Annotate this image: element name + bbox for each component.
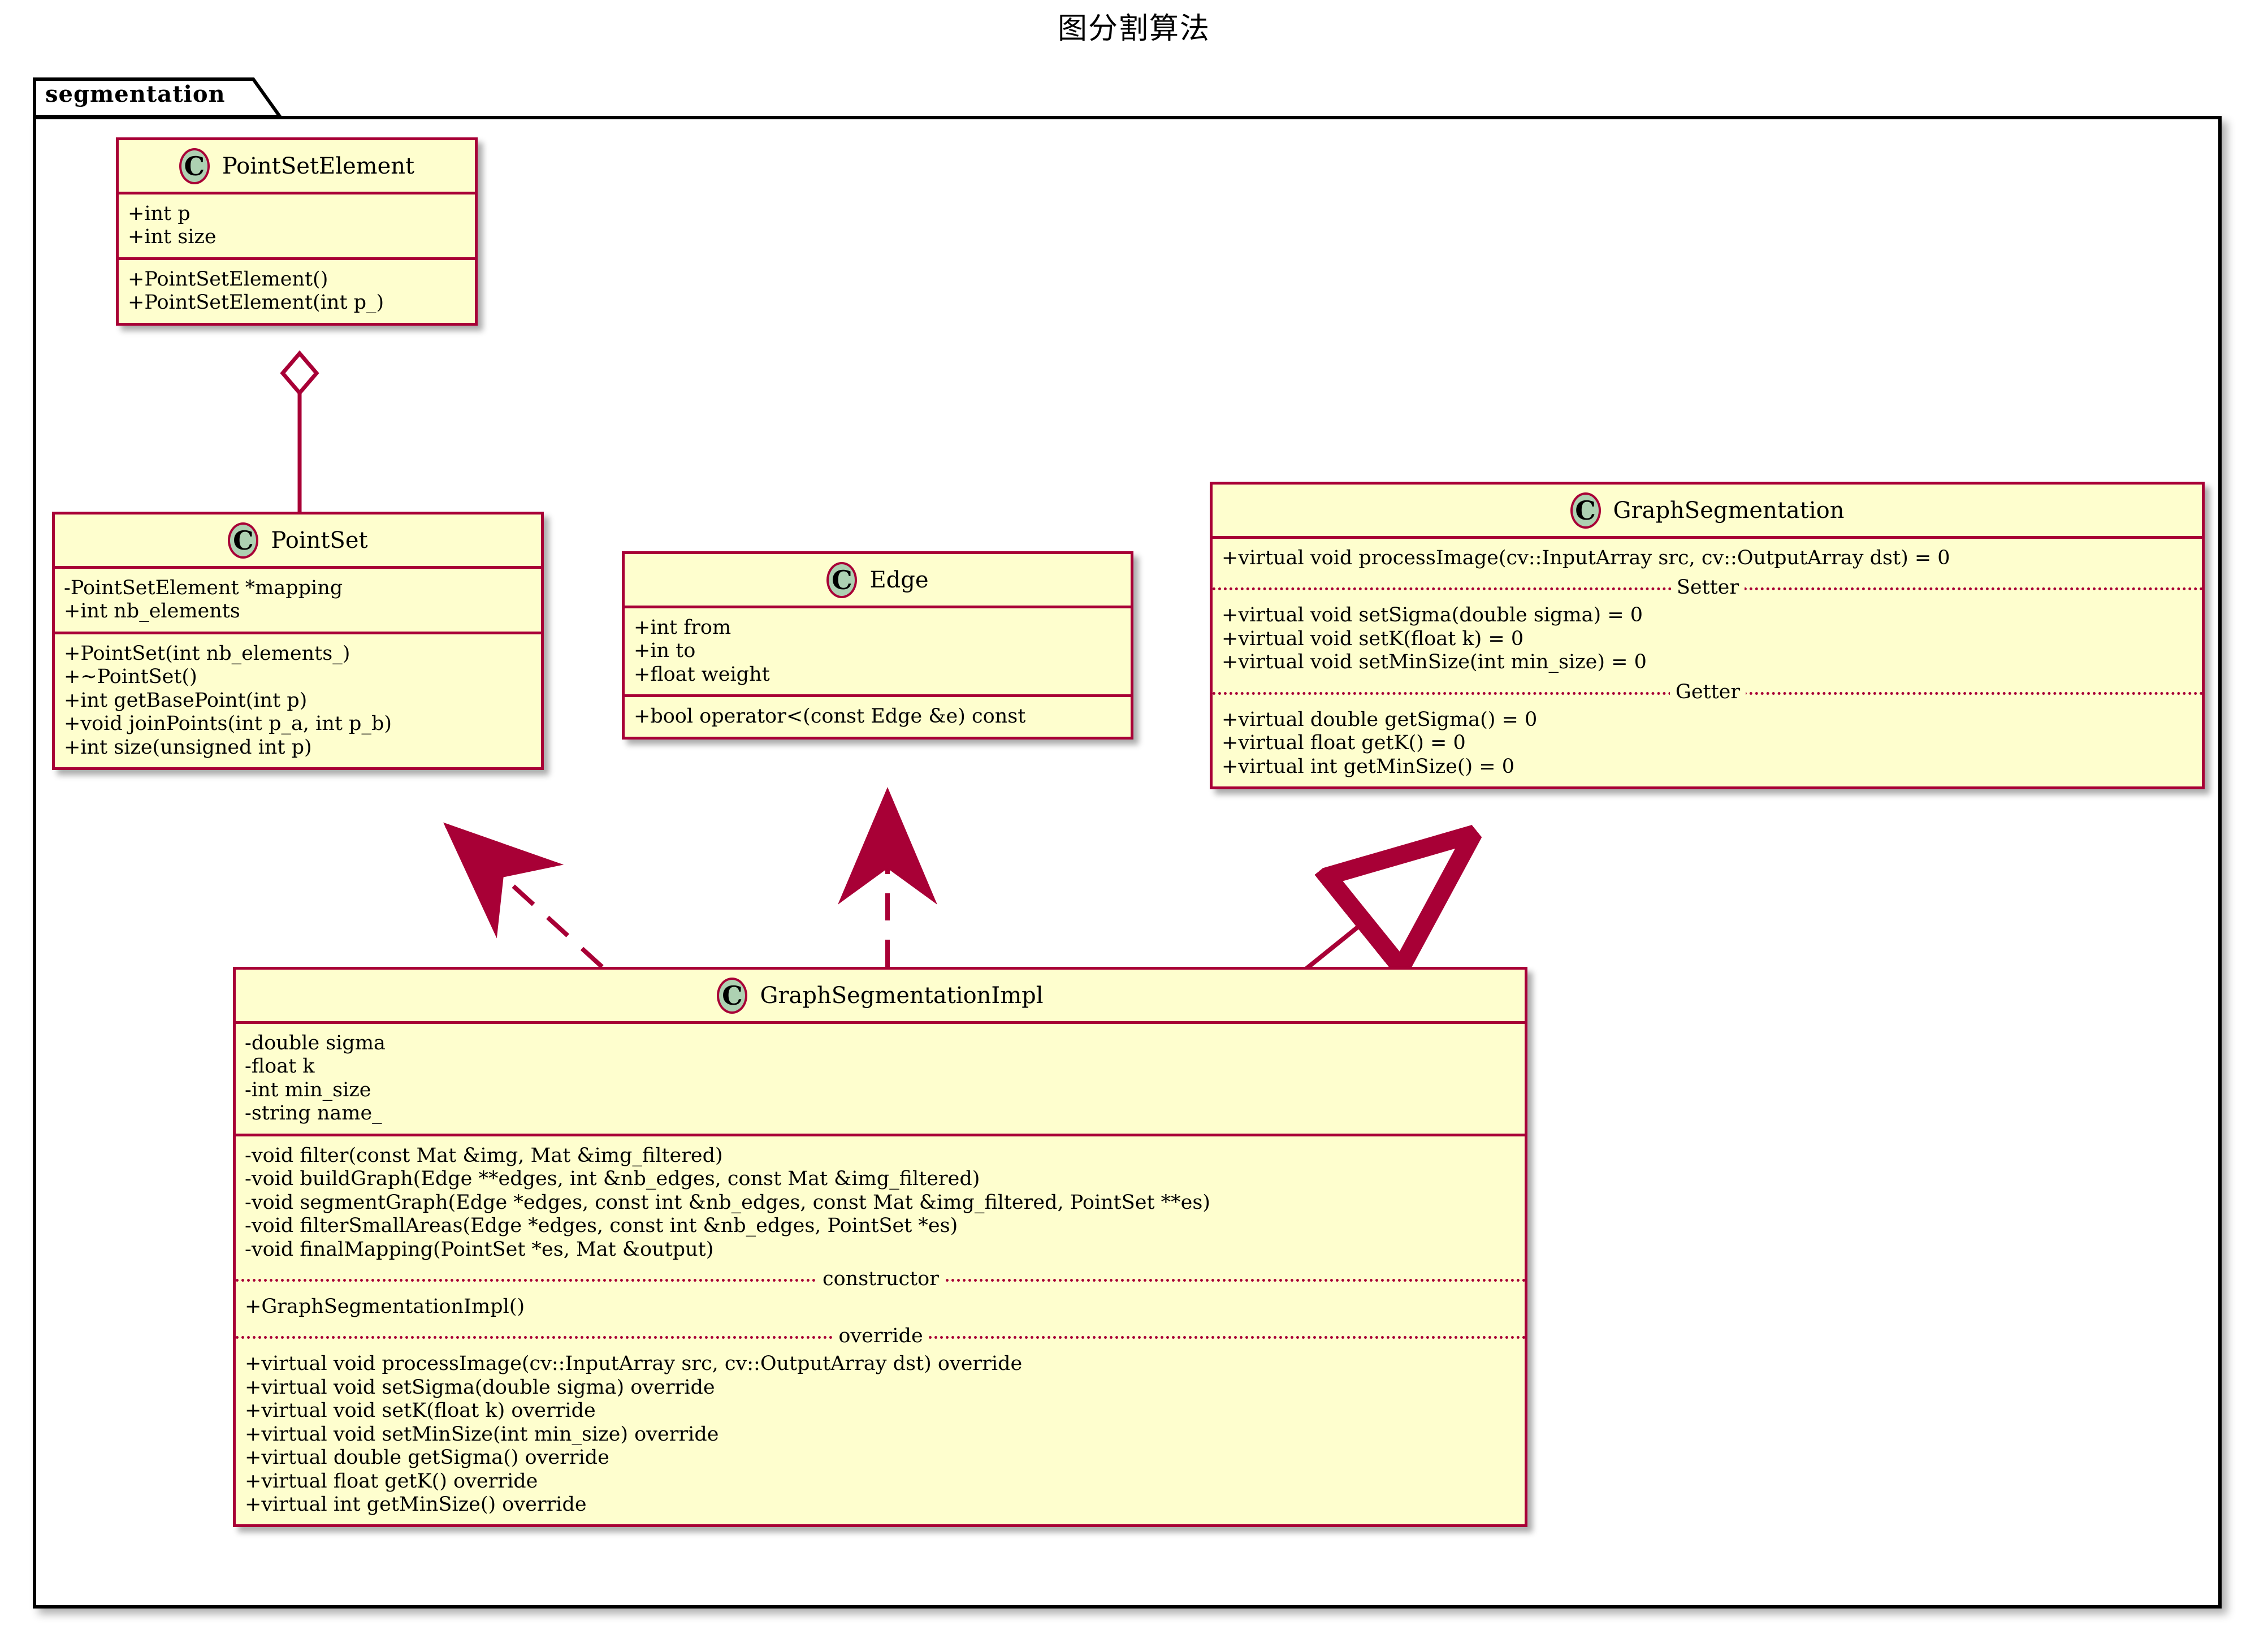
attribute-row: -double sigma [245, 1032, 386, 1054]
methods-compartment-point-set: +PointSet(int nb_elements_) +~PointSet()… [55, 634, 541, 767]
method-row: -void filter(const Mat &img, Mat &img_fi… [245, 1144, 723, 1167]
class-title-point-set: PointSet [271, 527, 368, 554]
method-row: +PointSetElement() [128, 267, 328, 291]
attributes-compartment-point-set-element: +int p +int size [119, 194, 475, 260]
attribute-row: +in to [634, 639, 696, 663]
method-row: +GraphSegmentationImpl() [245, 1295, 525, 1318]
section-separator-label: Setter [1670, 576, 1745, 599]
attribute-row: -float k [245, 1055, 315, 1078]
class-stereotype-icon: C [1570, 492, 1601, 529]
class-title-graph-segmentation: GraphSegmentation [1613, 497, 1845, 524]
method-row: +virtual int getMinSize() = 0 [1222, 755, 1514, 778]
attributes-compartment-edge: +int from +in to +float weight [625, 608, 1131, 698]
class-title-point-set-element: PointSetElement [222, 153, 415, 179]
class-stereotype-icon: C [228, 522, 259, 559]
attribute-row: +float weight [634, 663, 770, 686]
class-box-edge[interactable]: C Edge +int from +in to +float weight +b… [622, 551, 1133, 740]
class-stereotype-icon: C [179, 148, 210, 184]
method-row: +int size(unsigned int p) [64, 736, 312, 759]
method-row: +virtual void setK(float k) = 0 [1222, 627, 1524, 650]
class-box-graph-segmentation[interactable]: C GraphSegmentation +virtual void proces… [1210, 482, 2205, 790]
methods-compartment-point-set-element: +PointSetElement() +PointSetElement(int … [119, 260, 475, 323]
method-row: +virtual int getMinSize() override [245, 1493, 587, 1516]
methods-compartment-edge: +bool operator<(const Edge &e) const [625, 697, 1131, 736]
attribute-row: -string name_ [245, 1102, 382, 1125]
method-row: +int getBasePoint(int p) [64, 689, 308, 712]
section-separator-label: override [833, 1325, 929, 1348]
page-title: 图分割算法 [1057, 12, 1210, 46]
attribute-row: +int from [634, 616, 732, 639]
method-row: +virtual void setK(float k) override [245, 1399, 596, 1423]
package-frame-segmentation [33, 116, 2222, 1609]
methods-compartment-graph-segmentation-impl: -void filter(const Mat &img, Mat &img_fi… [236, 1136, 1526, 1525]
method-row: +PointSet(int nb_elements_) [64, 642, 350, 665]
method-row: +virtual void processImage(cv::InputArra… [245, 1352, 1023, 1376]
package-name-label: segmentation [45, 81, 226, 107]
class-box-point-set[interactable]: C PointSet -PointSetElement *mapping +in… [52, 512, 544, 771]
attribute-row: +int nb_elements [64, 600, 240, 623]
method-row: +virtual double getSigma() = 0 [1222, 708, 1538, 731]
methods-compartment-graph-segmentation: +virtual void processImage(cv::InputArra… [1213, 539, 2203, 786]
class-header-edge: C Edge [625, 554, 1131, 608]
class-header-point-set: C PointSet [55, 514, 541, 569]
class-header-graph-segmentation: C GraphSegmentation [1213, 485, 2202, 539]
class-stereotype-icon: C [826, 561, 858, 598]
class-stereotype-icon: C [717, 977, 748, 1014]
method-row: +~PointSet() [64, 665, 197, 689]
method-row: +void joinPoints(int p_a, int p_b) [64, 712, 392, 736]
section-separator-constructor: constructor [236, 1266, 1526, 1292]
method-row: -void segmentGraph(Edge *edges, const in… [245, 1191, 1210, 1214]
class-title-graph-segmentation-impl: GraphSegmentationImpl [760, 982, 1044, 1009]
method-row: +PointSetElement(int p_) [128, 291, 384, 314]
class-title-edge: Edge [869, 567, 929, 593]
method-row: +virtual float getK() override [245, 1469, 538, 1493]
attributes-compartment-graph-segmentation-impl: -double sigma -float k -int min_size -st… [236, 1024, 1525, 1136]
method-row: +virtual float getK() = 0 [1222, 732, 1466, 755]
method-row: +virtual void setSigma(double sigma) ove… [245, 1376, 715, 1399]
section-separator-setter: Setter [1213, 574, 2203, 600]
section-separator-label: constructor [817, 1267, 945, 1290]
method-row: +virtual void setMinSize(int min_size) =… [1222, 651, 1647, 674]
method-row: -void finalMapping(PointSet *es, Mat &ou… [245, 1238, 714, 1261]
class-box-graph-segmentation-impl[interactable]: C GraphSegmentationImpl -double sigma -f… [233, 967, 1527, 1528]
attribute-row: +int size [128, 226, 217, 249]
method-row: +virtual double getSigma() override [245, 1446, 609, 1469]
method-row: -void filterSmallAreas(Edge *edges, cons… [245, 1214, 958, 1238]
method-row: +virtual void setMinSize(int min_size) o… [245, 1423, 719, 1446]
class-header-point-set-element: C PointSetElement [119, 140, 475, 194]
class-header-graph-segmentation-impl: C GraphSegmentationImpl [236, 970, 1525, 1024]
method-row: +virtual void setSigma(double sigma) = 0 [1222, 604, 1643, 627]
method-row: +virtual void processImage(cv::InputArra… [1222, 547, 1950, 569]
method-row: +bool operator<(const Edge &e) const [634, 705, 1026, 728]
attribute-row: -PointSetElement *mapping [64, 577, 343, 599]
attributes-compartment-point-set: -PointSetElement *mapping +int nb_elemen… [55, 569, 541, 634]
class-box-point-set-element[interactable]: C PointSetElement +int p +int size +Poin… [116, 137, 478, 326]
section-separator-override: override [236, 1323, 1526, 1349]
attribute-row: +int p [128, 202, 191, 225]
method-row: -void buildGraph(Edge **edges, int &nb_e… [245, 1168, 980, 1191]
section-separator-label: Getter [1669, 680, 1746, 703]
attribute-row: -int min_size [245, 1078, 371, 1101]
section-separator-getter: Getter [1213, 679, 2203, 705]
package-tab: segmentation [33, 77, 282, 118]
